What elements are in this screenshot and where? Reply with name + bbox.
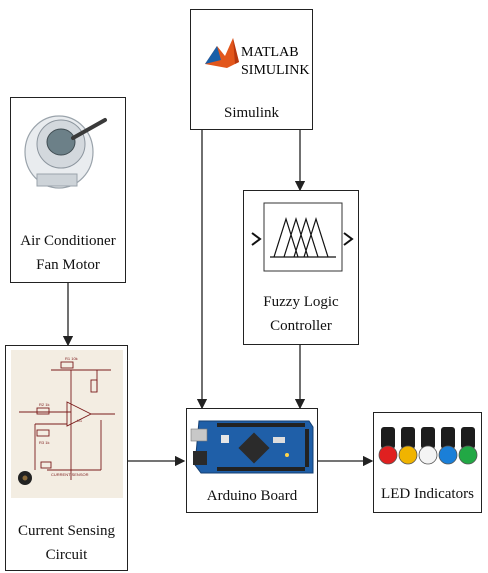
led-indicators-image bbox=[378, 427, 478, 465]
led-lens bbox=[458, 445, 478, 465]
logo-line1: MATLAB bbox=[241, 45, 299, 60]
led-label: LED Indicators bbox=[381, 486, 474, 502]
led-body bbox=[461, 427, 475, 449]
logo-line2: SIMULINK bbox=[241, 63, 309, 78]
svg-text:R1 10k: R1 10k bbox=[65, 356, 78, 361]
led-body bbox=[441, 427, 455, 449]
fan-motor-image bbox=[24, 115, 107, 189]
fuzzy-logic-block: Fuzzy Logic Controller bbox=[243, 190, 359, 345]
fan-motor-label-line2: Fan Motor bbox=[36, 257, 100, 273]
simulink-label: Simulink bbox=[223, 105, 279, 121]
current-label-line2: Circuit bbox=[45, 547, 88, 563]
led-lens bbox=[398, 445, 418, 465]
circuit-schematic-image: R2 1k R3 1k R1 10k U1 CURRENT SENSOR bbox=[11, 350, 123, 498]
led-block: LED Indicators bbox=[373, 412, 482, 513]
fan-motor-label-line1: Air Conditioner bbox=[20, 233, 116, 249]
matlab-simulink-logo: MATLAB SIMULINK bbox=[205, 38, 309, 78]
svg-text:R2 1k: R2 1k bbox=[39, 402, 49, 407]
led-lens bbox=[418, 445, 438, 465]
arduino-board-image bbox=[190, 420, 314, 474]
svg-text:U1: U1 bbox=[77, 418, 83, 423]
fuzzy-label-line1: Fuzzy Logic bbox=[263, 294, 339, 310]
led-lens bbox=[378, 445, 398, 465]
led-body bbox=[421, 427, 435, 449]
current-label-line1: Current Sensing bbox=[17, 523, 116, 539]
led-lens bbox=[438, 445, 458, 465]
fan-motor-block: Air Conditioner Fan Motor bbox=[10, 97, 126, 283]
led-body bbox=[381, 427, 395, 449]
fuzzy-membership-icon bbox=[251, 202, 354, 272]
current-sensing-block: R2 1k R3 1k R1 10k U1 CURRENT SENSOR Cur… bbox=[5, 345, 128, 571]
fuzzy-label-line2: Controller bbox=[270, 318, 332, 334]
simulink-block: MATLAB SIMULINK Simulink bbox=[190, 9, 313, 130]
svg-text:R3 1k: R3 1k bbox=[39, 440, 49, 445]
arduino-label: Arduino Board bbox=[206, 488, 298, 504]
led-body bbox=[401, 427, 415, 449]
arduino-block: Arduino Board bbox=[186, 408, 318, 513]
circuit-mini-label: CURRENT SENSOR bbox=[51, 472, 89, 477]
